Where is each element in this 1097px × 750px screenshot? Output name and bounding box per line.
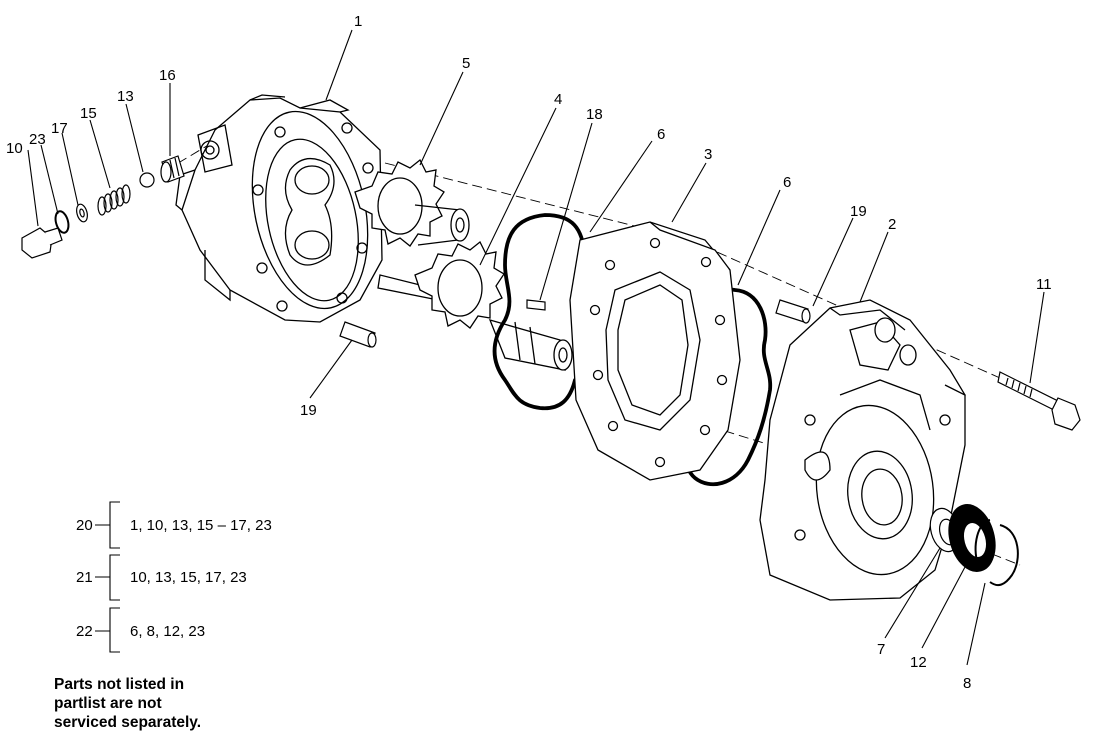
kit-parts: 1, 10, 13, 15 – 17, 23 xyxy=(130,517,272,534)
plug-bolt xyxy=(21,227,63,259)
kit-number: 21 xyxy=(76,569,93,586)
callout-4: 4 xyxy=(554,91,562,108)
callout-11: 11 xyxy=(1036,276,1052,293)
callout-8: 8 xyxy=(963,675,971,692)
kit-parts: 6, 8, 12, 23 xyxy=(130,623,205,640)
bolt xyxy=(997,371,1081,431)
kit-number: 20 xyxy=(76,517,93,534)
callout-5: 5 xyxy=(462,55,470,72)
spring xyxy=(97,184,131,216)
retaining-ring xyxy=(974,519,1019,587)
callout-6-right: 6 xyxy=(783,174,791,191)
gear-upper xyxy=(354,158,470,247)
note-line: serviced separately. xyxy=(54,714,202,731)
front-cover xyxy=(759,299,966,601)
gear-housing-plate xyxy=(569,221,741,481)
callout-12: 12 xyxy=(910,654,927,671)
kit-22: 22 6, 8, 12, 23 xyxy=(76,607,205,653)
kit-20: 20 1, 10, 13, 15 – 17, 23 xyxy=(76,501,272,549)
o-ring xyxy=(54,210,70,234)
pump-body-rear xyxy=(175,94,383,323)
kit-21: 21 10, 13, 15, 17, 23 xyxy=(76,554,247,601)
callout-6-left: 6 xyxy=(657,126,665,143)
callout-23: 23 xyxy=(29,131,46,148)
dowel-pin-upper xyxy=(775,299,811,324)
kit-number: 22 xyxy=(76,623,93,640)
dowel-pin-lower xyxy=(339,321,377,348)
callout-labels: 1 5 4 18 6 3 6 19 2 11 19 7 12 8 10 23 1… xyxy=(6,13,1052,692)
check-ball xyxy=(139,172,155,188)
callout-1: 1 xyxy=(354,13,362,30)
callout-2: 2 xyxy=(888,216,896,233)
kit-parts: 10, 13, 15, 17, 23 xyxy=(130,569,247,586)
callout-7: 7 xyxy=(877,641,885,658)
callout-3: 3 xyxy=(704,146,712,163)
callout-10: 10 xyxy=(6,140,23,157)
seal-ring-left xyxy=(492,213,587,411)
callout-19-lower: 19 xyxy=(300,402,317,419)
note-line: partlist are not xyxy=(54,695,162,712)
callout-15: 15 xyxy=(80,105,97,122)
callout-17: 17 xyxy=(51,120,68,137)
shaft-seal xyxy=(948,504,996,572)
key xyxy=(526,299,546,311)
callout-19-upper: 19 xyxy=(850,203,867,220)
valve-seat xyxy=(160,155,185,183)
note-line: Parts not listed in xyxy=(54,676,185,693)
callout-13: 13 xyxy=(117,88,134,105)
washer xyxy=(76,203,88,223)
leader-lines xyxy=(27,29,1045,666)
service-note: Parts not listed in partlist are not ser… xyxy=(54,675,201,732)
callout-16: 16 xyxy=(159,67,176,84)
gear-lower-shaft xyxy=(377,240,573,371)
callout-18: 18 xyxy=(586,106,603,123)
